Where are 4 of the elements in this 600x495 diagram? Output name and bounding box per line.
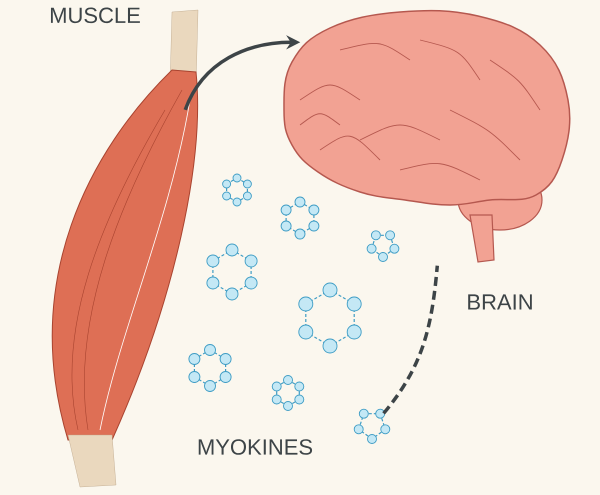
molecule-icon bbox=[354, 408, 390, 444]
node-label: MUSCLE bbox=[50, 8, 140, 24]
label: MYOKINES bbox=[198, 439, 312, 455]
node-label: BRAIN bbox=[468, 294, 532, 310]
